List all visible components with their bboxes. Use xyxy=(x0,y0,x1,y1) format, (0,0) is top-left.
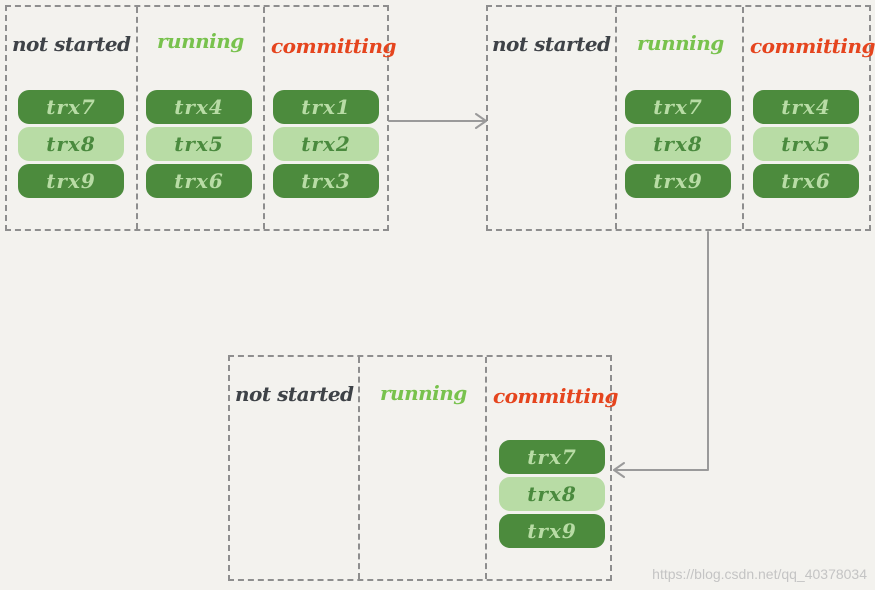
stage-1-not-started-stack: trx7 trx8 trx9 xyxy=(18,90,124,201)
trx-chip: trx8 xyxy=(625,127,731,161)
trx-chip: trx9 xyxy=(18,164,124,198)
stage-1-not-started-label: not started xyxy=(12,32,131,56)
stage-3-divider-1 xyxy=(358,357,360,579)
trx-chip: trx5 xyxy=(146,127,252,161)
trx-chip: trx9 xyxy=(625,164,731,198)
stage-1-running-stack: trx4 trx5 trx6 xyxy=(146,90,252,201)
stage-1-divider-1 xyxy=(136,7,138,229)
stage-2-divider-2 xyxy=(742,7,744,229)
stage-1-committing-label: committing xyxy=(271,34,397,58)
stage-2-running-stack: trx7 trx8 trx9 xyxy=(625,90,731,201)
stage-2-divider-1 xyxy=(615,7,617,229)
stage-1-committing-stack: trx1 trx2 trx3 xyxy=(273,90,379,201)
stage-2-not-started-label: not started xyxy=(492,32,611,56)
trx-chip: trx4 xyxy=(146,90,252,124)
stage-2-running-label: running xyxy=(637,31,724,55)
stage-3: not started running committing trx7 trx8… xyxy=(228,355,619,581)
trx-chip: trx3 xyxy=(273,164,379,198)
stage-2: not started running committing trx7 trx8… xyxy=(486,5,875,231)
stage-2-committing-stack: trx4 trx5 trx6 xyxy=(753,90,859,201)
stage-3-not-started-label: not started xyxy=(235,382,354,406)
trx-chip: trx7 xyxy=(18,90,124,124)
trx-chip: trx7 xyxy=(499,440,605,474)
trx-chip: trx6 xyxy=(146,164,252,198)
arrow-stage2-to-stage3 xyxy=(613,231,709,471)
stage-3-committing-label: committing xyxy=(493,384,619,408)
trx-chip: trx7 xyxy=(625,90,731,124)
trx-chip: trx2 xyxy=(273,127,379,161)
trx-chip: trx8 xyxy=(18,127,124,161)
watermark: https://blog.csdn.net/qq_40378034 xyxy=(652,566,867,582)
stage-3-committing-stack: trx7 trx8 trx9 xyxy=(499,440,605,551)
stage-3-running-label: running xyxy=(380,381,467,405)
stage-1-running-label: running xyxy=(157,29,244,53)
trx-chip: trx8 xyxy=(499,477,605,511)
stage-3-divider-2 xyxy=(485,357,487,579)
trx-chip: trx1 xyxy=(273,90,379,124)
stage-1: not started running committing trx7 trx8… xyxy=(5,5,397,231)
trx-chip: trx6 xyxy=(753,164,859,198)
trx-chip: trx4 xyxy=(753,90,859,124)
trx-chip: trx5 xyxy=(753,127,859,161)
arrow-stage2-to-stage3-head xyxy=(613,462,625,478)
stage-2-committing-label: committing xyxy=(750,34,875,58)
trx-chip: trx9 xyxy=(499,514,605,548)
stage-1-divider-2 xyxy=(263,7,265,229)
